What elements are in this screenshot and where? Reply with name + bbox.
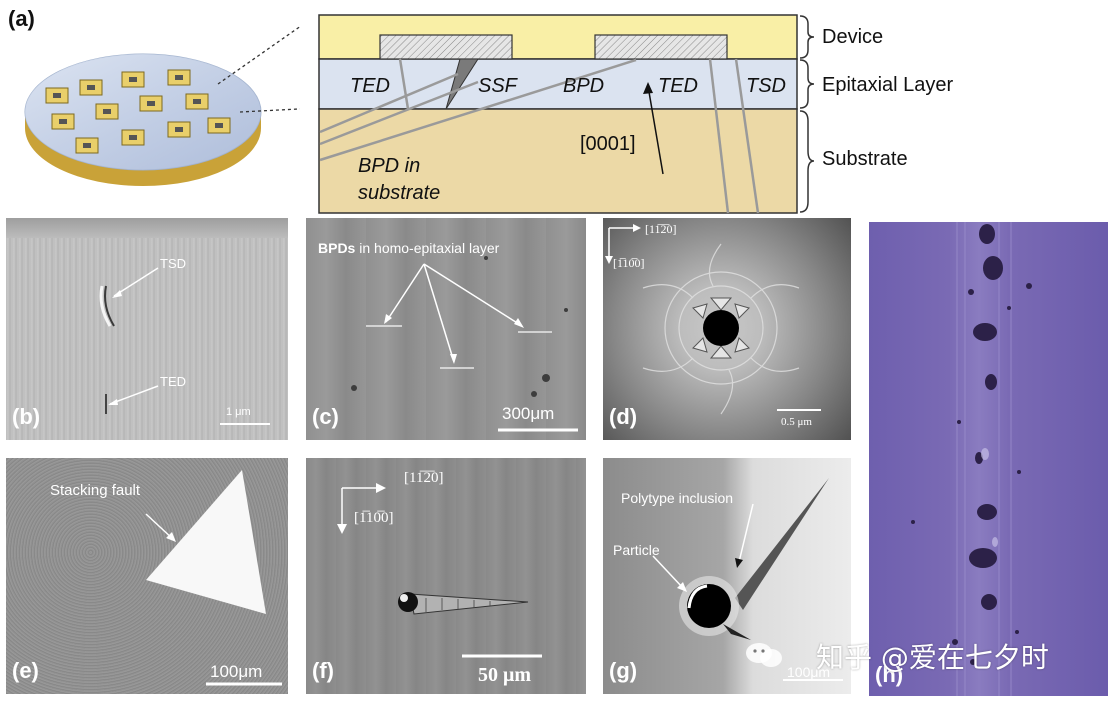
panel-c-bpd-image: BPDs in homo-epitaxial layer 300μm (c) <box>306 218 586 440</box>
panel-b-tsd-annotation: TSD <box>160 256 186 271</box>
panel-f-axis-y: [1̅10̅0] <box>354 510 394 526</box>
panel-d-axis-x: [11̅2̅0] <box>645 222 677 236</box>
device-contact-left <box>379 34 513 60</box>
layer-label-substrate: Substrate <box>822 148 908 170</box>
panel-b-label: (b) <box>12 404 41 429</box>
panel-c-title-bold: BPDs <box>318 240 356 256</box>
panel-d-pit-image: [11̅2̅0] [1̅10̅0] 0.5 μm (d) <box>603 218 851 440</box>
label-bpd: BPD <box>563 75 604 97</box>
panel-b-tem-image: TSD TED 1 μm (b) <box>6 218 288 440</box>
device-contact-right <box>594 34 728 60</box>
layer-braces <box>799 15 815 213</box>
wechat-icon <box>746 643 782 667</box>
panel-e-scale-label: 100μm <box>210 662 263 681</box>
panel-e-stacking-fault-image: Stacking fault 100μm (e) <box>6 458 288 694</box>
panel-g-label: (g) <box>609 658 638 683</box>
watermark-text: 知乎 @爱在七夕时 <box>816 641 1049 674</box>
panel-c-title-rest: in homo-epitaxial layer <box>355 240 500 256</box>
layer-label-device: Device <box>822 26 884 48</box>
panel-g-inclusion-image: Polytype inclusion Particle 100μm (g) <box>603 458 851 694</box>
panel-f-label: (f) <box>312 658 334 683</box>
wafer-illustration <box>24 25 300 186</box>
panel-f-defect-image: [11̅2̅0] [1̅10̅0] 50 μm (f) <box>306 458 586 694</box>
panel-c-title: BPDs in homo-epitaxial layer <box>318 240 499 256</box>
ssf-triangle <box>445 58 479 110</box>
panel-h-label: (h) <box>875 662 904 687</box>
carrot-defect <box>409 593 529 615</box>
panel-b-scale-label: 1 μm <box>226 406 251 418</box>
panel-b-ted-annotation: TED <box>160 374 186 389</box>
label-tsd: TSD <box>746 75 786 97</box>
label-substrate-italic: substrate <box>358 182 440 204</box>
panel-f-scale-label: 50 μm <box>478 664 531 686</box>
panel-g-particle-annotation: Particle <box>613 542 660 558</box>
polytype-inclusion-needle <box>735 478 829 610</box>
panel-f-axis-x: [11̅2̅0] <box>404 470 444 486</box>
panel-d-label: (d) <box>609 404 638 429</box>
label-0001-direction: [0001] <box>580 133 636 155</box>
panel-a-label: (a) <box>8 6 35 31</box>
layer-label-epitaxial: Epitaxial Layer <box>822 74 954 96</box>
panel-e-stacking-fault-annotation: Stacking fault <box>50 482 141 499</box>
panel-g-scale-label: 100μm <box>787 664 831 680</box>
panel-e-label: (e) <box>12 658 39 683</box>
panel-c-scale-label: 300μm <box>502 404 555 423</box>
device-cross-section-schematic: TED SSF BPD TED TSD [0001] BPD in substr… <box>318 14 798 214</box>
panel-h-optical-image: (h) <box>869 222 1108 696</box>
label-bpd-in: BPD in <box>358 155 420 177</box>
panel-d-scale-label: 0.5 μm <box>781 416 812 428</box>
panel-c-label: (c) <box>312 404 339 429</box>
label-ssf: SSF <box>478 75 519 97</box>
label-ted-left: TED <box>350 75 390 97</box>
panel-d-axis-y: [1̅10̅0] <box>613 256 645 270</box>
label-ted-right: TED <box>658 75 698 97</box>
panel-g-polytype-annotation: Polytype inclusion <box>621 490 734 506</box>
stacking-fault-triangle <box>146 470 266 614</box>
